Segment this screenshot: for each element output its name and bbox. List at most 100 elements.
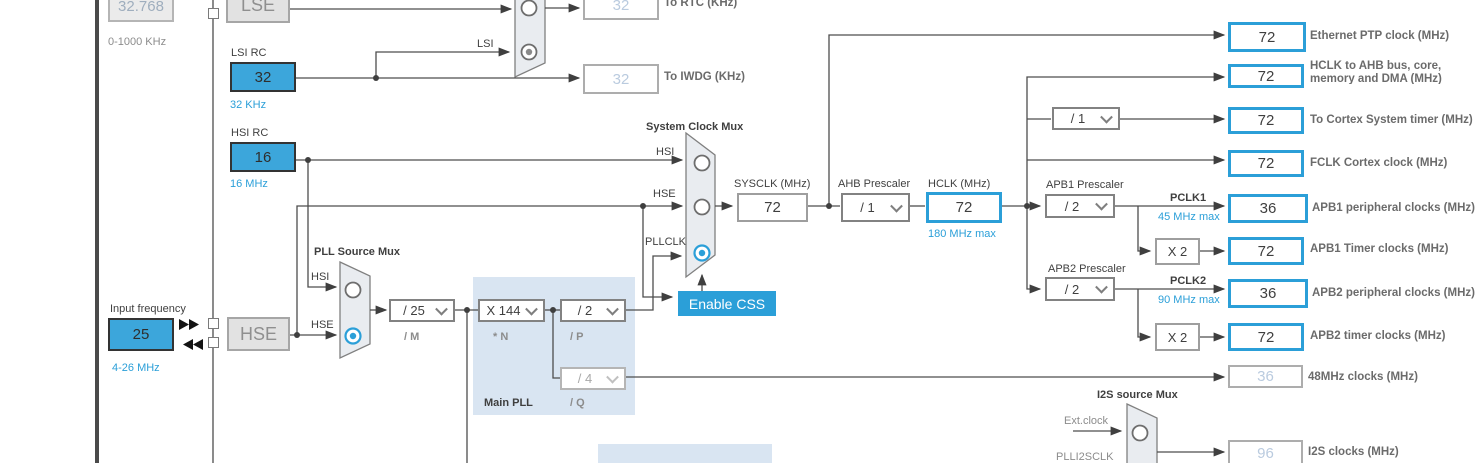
sysmux-input-label-pllclk: PLLCLK [645,236,686,248]
wire-ethernet [828,30,1226,206]
clock-48mhz-value: 36 [1228,365,1303,388]
lse-frequency-input[interactable]: 32.768 [108,0,174,22]
plli2s-panel [598,444,772,463]
lse-connector-pin [208,8,219,19]
pclk2-max-label: 90 MHz max [1158,294,1220,306]
hse-pin-arrows-icon [179,319,203,350]
hclk-max-label: 180 MHz max [928,228,996,240]
apb2-timer-value[interactable]: 72 [1228,323,1304,351]
pll-mux-input-label-hsi: HSI [311,271,330,283]
apb2-timer-label: APB2 timer clocks (MHz) [1310,330,1446,342]
wire-apb2-in [1026,206,1042,294]
hse-range-label: 4-26 MHz [112,362,160,374]
hse-connector-pin-bottom [208,337,219,348]
fclk-value[interactable]: 72 [1228,150,1304,177]
chevron-down-icon [525,302,538,316]
wire-hclk-ahbbus [1026,72,1226,206]
wire-q-branch [552,310,560,379]
rtc-mux-shape [514,0,546,79]
chevron-down-icon [890,199,903,213]
sysclk-label: SYSCLK (MHz) [734,178,811,190]
pll-n-label: * N [493,331,509,343]
hsi-title: HSI RC [231,127,269,139]
ethernet-ptp-value[interactable]: 72 [1228,22,1306,52]
hclk-value-input[interactable]: 72 [926,192,1002,223]
pclk1-max-label: 45 MHz max [1158,211,1220,223]
apb1-peripheral-value[interactable]: 36 [1228,194,1308,223]
rtc-mux-input-label-lse: LSE [477,0,498,4]
wire-hse-sysmux [296,201,684,335]
apb1-prescaler-label: APB1 Prescaler [1046,179,1124,191]
sysmux-input-label-hse: HSE [653,188,676,200]
pclk1-label: PCLK1 [1170,192,1207,204]
i2s-mux-radio-ext[interactable] [1131,424,1149,442]
pll-m-divider-select[interactable]: / 25 [389,299,455,322]
sysmux-radio-hsi[interactable] [693,154,711,172]
pll-q-label: / Q [570,397,585,409]
pll-source-mux-title: PLL Source Mux [314,246,400,258]
pll-mux-input-label-hse: HSE [311,319,334,331]
sysmux-input-label-hsi: HSI [656,146,675,158]
apb2-x2-multiplier: X 2 [1155,323,1200,351]
to-iwdg-value-box: 32 [583,64,659,94]
ahb-prescaler-select[interactable]: / 1 [841,193,910,222]
cortex-timer-value[interactable]: 72 [1228,107,1304,134]
cortex-prescaler-select[interactable]: / 1 [1052,107,1120,130]
wire-hsi-pllmux [307,160,338,292]
apb1-peripheral-label: APB1 peripheral clocks (MHz) [1312,202,1475,214]
to-rtc-label: To RTC (KHz) [664,0,738,9]
i2s-source-mux-title: I2S source Mux [1097,389,1178,401]
pll-mux-radio-hsi[interactable] [344,281,362,299]
sysmux-radio-hse[interactable] [693,198,711,216]
pll-p-divider-select[interactable]: / 2 [560,299,626,322]
input-frequency-title: Input frequency [110,303,186,315]
clock-48mhz-label: 48MHz clocks (MHz) [1308,371,1418,383]
lse-range-label: 0-1000 KHz [108,36,167,48]
apb2-prescaler-select[interactable]: / 2 [1045,277,1115,301]
i2s-input-label-ext: Ext.clock [1064,415,1109,427]
hse-connector-pin-top [208,318,219,329]
view-left-edge [95,0,99,463]
pll-m-label: / M [404,331,420,343]
chevron-down-icon [435,302,448,316]
wire-apb1-x2 [1137,206,1152,256]
system-clock-mux-title: System Clock Mux [646,121,744,133]
fclk-label: FCLK Cortex clock (MHz) [1310,157,1448,169]
pll-p-label: / P [570,331,584,343]
to-iwdg-label: To IWDG (KHz) [664,71,745,83]
i2s-clocks-label: I2S clocks (MHz) [1308,446,1399,458]
wire-apb2-x2 [1137,289,1152,342]
apb1-timer-value[interactable]: 72 [1228,237,1304,265]
hsi-freq-label: 16 MHz [230,178,268,190]
pll-mux-radio-hse[interactable] [344,327,362,345]
sysmux-radio-pllclk[interactable] [693,244,711,262]
apb1-timer-label: APB1 Timer clocks (MHz) [1310,243,1449,255]
apb2-peripheral-label: APB2 peripheral clocks (MHz) [1312,287,1475,299]
hse-frequency-input[interactable]: 25 [108,318,174,351]
wire-css-feed [642,206,674,302]
pclk2-label: PCLK2 [1170,275,1207,287]
apb2-prescaler-label: APB2 Prescaler [1048,263,1126,275]
i2s-input-label-pll: PLLI2SCLK [1056,451,1114,463]
sysclk-value-box: 72 [737,193,808,222]
ahb-prescaler-label: AHB Prescaler [838,178,911,190]
apb2-peripheral-value[interactable]: 36 [1228,279,1308,308]
rtc-mux-radio-lsi[interactable] [520,43,538,61]
to-rtc-value-box: 32 [583,0,659,20]
pll-n-multiplier-select[interactable]: X 144 [478,299,545,322]
apb1-prescaler-select[interactable]: / 2 [1045,194,1115,218]
cortex-timer-label: To Cortex System timer (MHz) [1310,114,1473,126]
chevron-down-icon [1100,110,1113,124]
ethernet-ptp-label: Ethernet PTP clock (MHz) [1310,30,1450,42]
chevron-down-icon [606,370,619,384]
wire-p-to-sysmux [626,251,683,311]
apb1-x2-multiplier: X 2 [1155,238,1200,265]
enable-css-button[interactable]: Enable CSS [678,291,776,316]
hclk-ahb-value[interactable]: 72 [1228,64,1304,88]
lse-oscillator-block: LSE [226,0,290,23]
rtc-mux-radio-lse[interactable] [520,0,538,17]
chevron-down-icon [1095,280,1108,294]
main-pll-title: Main PLL [484,397,533,409]
pll-q-divider-select: / 4 [560,367,626,390]
lsi-title: LSI RC [231,47,267,59]
